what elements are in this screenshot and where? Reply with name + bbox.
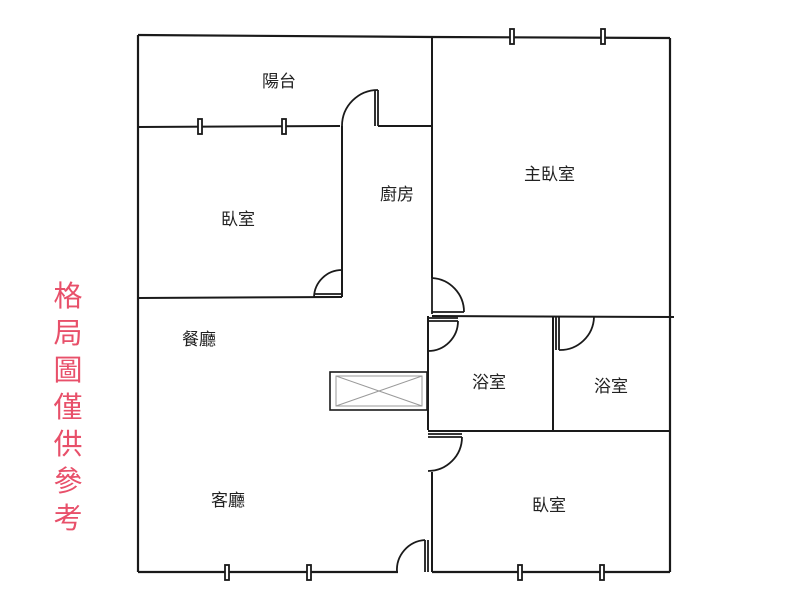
- room-label-kitchen: 廚房: [380, 184, 414, 205]
- outer-walls: [136, 33, 672, 574]
- disclaimer-char: 考: [53, 501, 83, 535]
- door-bedroom-se: [427, 433, 463, 472]
- room-label-balcony: 陽台: [262, 72, 296, 92]
- room-label-bath-left: 浴室: [472, 373, 506, 393]
- doors: [313, 89, 595, 573]
- room-label-dining: 餐廳: [182, 330, 216, 350]
- door-bath-right: [555, 316, 595, 351]
- room-label-bedroom-nw: 臥室: [221, 210, 255, 230]
- disclaimer-text: 格 局 圖 僅 供 參 考: [48, 278, 88, 537]
- door-master-bedroom: [431, 277, 465, 314]
- disclaimer-char: 格: [53, 279, 83, 313]
- room-label-master-bedroom: 主臥室: [524, 165, 575, 185]
- room-label-bedroom-se: 臥室: [532, 496, 566, 516]
- disclaimer-char: 局: [53, 316, 83, 350]
- disclaimer-char: 僅: [53, 390, 83, 424]
- door-balcony-kitchen: [341, 89, 379, 127]
- door-entrance: [396, 539, 429, 573]
- windows: [197, 28, 606, 581]
- disclaimer-char: 參: [53, 464, 83, 498]
- room-label-living: 客廳: [211, 491, 245, 511]
- room-label-bath-right: 浴室: [594, 377, 628, 397]
- disclaimer-char: 供: [53, 427, 83, 461]
- hatched-shaft: [329, 371, 428, 411]
- door-bedroom-nw: [313, 269, 343, 298]
- disclaimer-char: 圖: [53, 353, 83, 387]
- door-bath-left: [427, 317, 459, 352]
- inner-walls: [137, 37, 675, 572]
